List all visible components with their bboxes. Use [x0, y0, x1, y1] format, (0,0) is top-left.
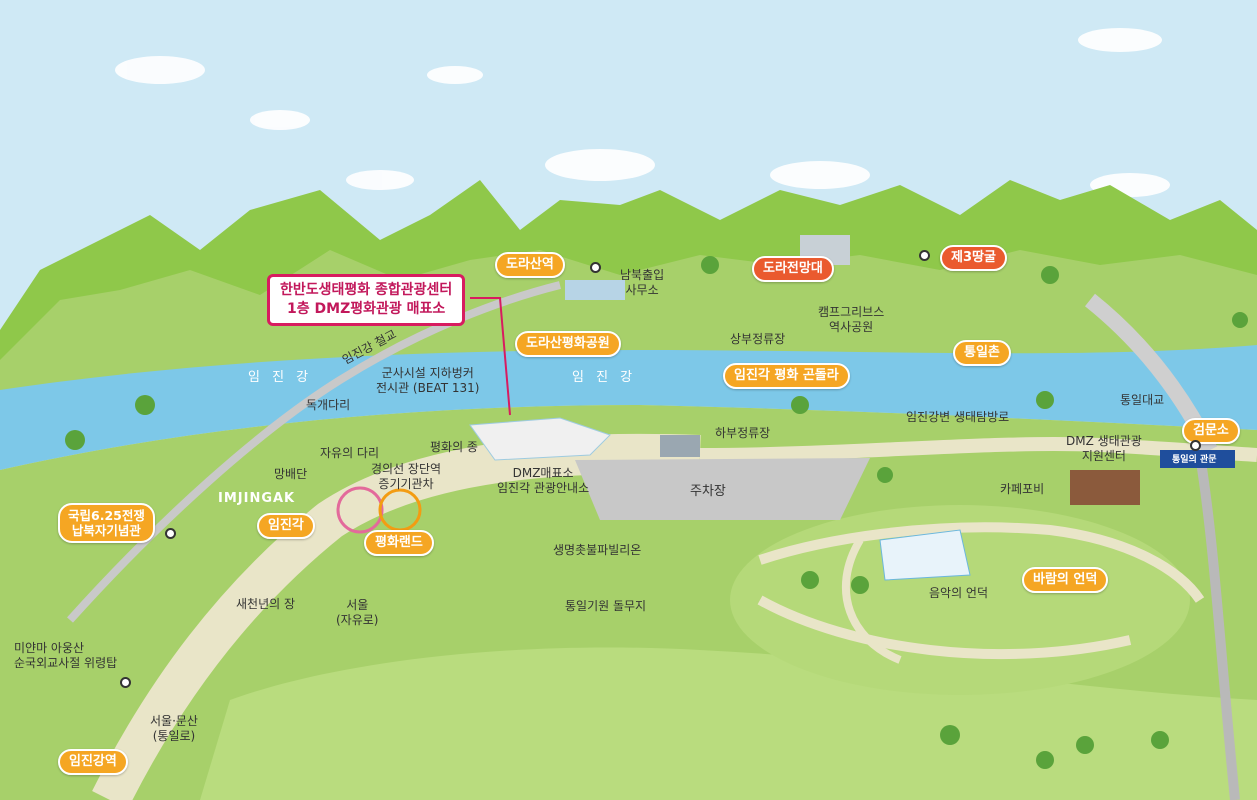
camp-greaves-line-1: 캠프그리브스	[818, 305, 885, 319]
seoul-line-1: 서울	[346, 598, 369, 612]
marker-dot	[1190, 440, 1201, 451]
bunker-line-2: 전시관 (BEAT 131)	[376, 381, 480, 395]
pill-gondola[interactable]: 임진각 평화 곤돌라	[723, 363, 850, 389]
war-memorial-line-1: 국립6.25전쟁	[68, 508, 145, 523]
pill-dorasan-station[interactable]: 도라산역	[495, 252, 565, 278]
label-music-hill: 음악의 언덕	[929, 586, 989, 600]
label-tongil-bridge: 통일대교	[1120, 393, 1165, 407]
label-mangbaedan: 망배단	[274, 467, 308, 481]
label-parking: 주차장	[690, 484, 726, 499]
label-camp-greaves: 캠프그리브스 역사공원	[818, 305, 884, 335]
marker-dot	[919, 250, 930, 261]
myanmar-line-1: 미얀마 아웅산	[14, 641, 85, 655]
locomotive-line-2: 증기기관차	[378, 477, 434, 491]
label-eco-center: DMZ 생태관광 지원센터	[1066, 434, 1142, 464]
label-unification-stones: 통일기원 돌무지	[565, 599, 647, 613]
label-myanmar-memorial: 미얀마 아웅산 순국외교사절 위령탑	[14, 641, 117, 671]
marker-dot	[165, 528, 176, 539]
river-label-west: 임 진 강	[248, 370, 313, 385]
pill-imjingang-station[interactable]: 임진강역	[58, 749, 128, 775]
myanmar-line-2: 순국외교사절 위령탑	[14, 656, 118, 670]
marker-dot	[590, 262, 601, 273]
immigration-line-2: 사무소	[625, 283, 659, 297]
immigration-line-1: 남북출입	[620, 268, 665, 282]
label-upper-station: 상부정류장	[730, 332, 786, 346]
eco-center-line-2: 지원센터	[1081, 449, 1126, 463]
dmz-ticket-line-2: 임진각 관광안내소	[497, 481, 590, 495]
seoul-munsan-line-1: 서울·문산	[150, 714, 198, 728]
imjingak-sign: IMJINGAK	[218, 491, 296, 506]
label-peace-bell: 평화의 종	[430, 440, 478, 454]
pill-imjingak[interactable]: 임진각	[257, 513, 315, 539]
label-immigration-office: 남북출입 사무소	[620, 268, 664, 298]
pill-war-memorial[interactable]: 국립6.25전쟁 납북자기념관	[58, 503, 155, 543]
label-seoul-munsan: 서울·문산 (통일로)	[150, 714, 198, 744]
river-label-east: 임 진 강	[572, 370, 637, 385]
label-millennium-plaza: 새천년의 장	[236, 597, 296, 611]
label-freedom-bridge: 자유의 다리	[320, 446, 380, 460]
label-eco-trail: 임진강변 생태탐방로	[906, 410, 1010, 424]
label-bunker: 군사시설 지하벙커 전시관 (BEAT 131)	[376, 366, 479, 396]
bunker-line-1: 군사시설 지하벙커	[381, 366, 474, 380]
label-locomotive: 경의선 장단역 증기기관차	[371, 462, 441, 492]
pill-checkpoint[interactable]: 검문소	[1182, 418, 1240, 444]
label-lower-station: 하부정류장	[715, 426, 771, 440]
locomotive-line-1: 경의선 장단역	[371, 462, 442, 476]
pill-dora-observatory[interactable]: 도라전망대	[752, 256, 834, 282]
label-dmz-ticket-office: DMZ매표소 임진각 관광안내소	[497, 466, 589, 496]
eco-center-line-1: DMZ 생태관광	[1066, 434, 1142, 448]
pill-hill-of-wind[interactable]: 바람의 언덕	[1022, 567, 1109, 593]
camp-greaves-line-2: 역사공원	[829, 320, 874, 334]
callout-line-2: 1층 DMZ평화관광 매표소	[287, 300, 446, 317]
label-cafe: 카페포비	[1000, 482, 1045, 496]
war-memorial-line-2: 납북자기념관	[71, 523, 141, 538]
seoul-line-2: (자유로)	[336, 613, 379, 627]
pill-third-tunnel[interactable]: 제3땅굴	[940, 245, 1007, 271]
gate-sign: 통일의 관문	[1172, 455, 1217, 465]
info-center-callout: 한반도생태평화 종합관광센터 1층 DMZ평화관광 매표소	[267, 274, 466, 326]
pill-dorasan-park[interactable]: 도라산평화공원	[515, 331, 621, 357]
pill-tongilchon[interactable]: 통일촌	[953, 340, 1011, 366]
label-candle-pavilion: 생명촛불파빌리온	[553, 543, 642, 557]
seoul-munsan-line-2: (통일로)	[152, 729, 196, 743]
callout-line-1: 한반도생태평화 종합관광센터	[280, 282, 453, 298]
label-seoul-jayuro: 서울 (자유로)	[336, 598, 378, 628]
marker-dot	[120, 677, 131, 688]
dmz-ticket-line-1: DMZ매표소	[512, 466, 574, 480]
label-dokgae-bridge: 독개다리	[306, 398, 351, 412]
pill-peace-land[interactable]: 평화랜드	[364, 530, 434, 556]
